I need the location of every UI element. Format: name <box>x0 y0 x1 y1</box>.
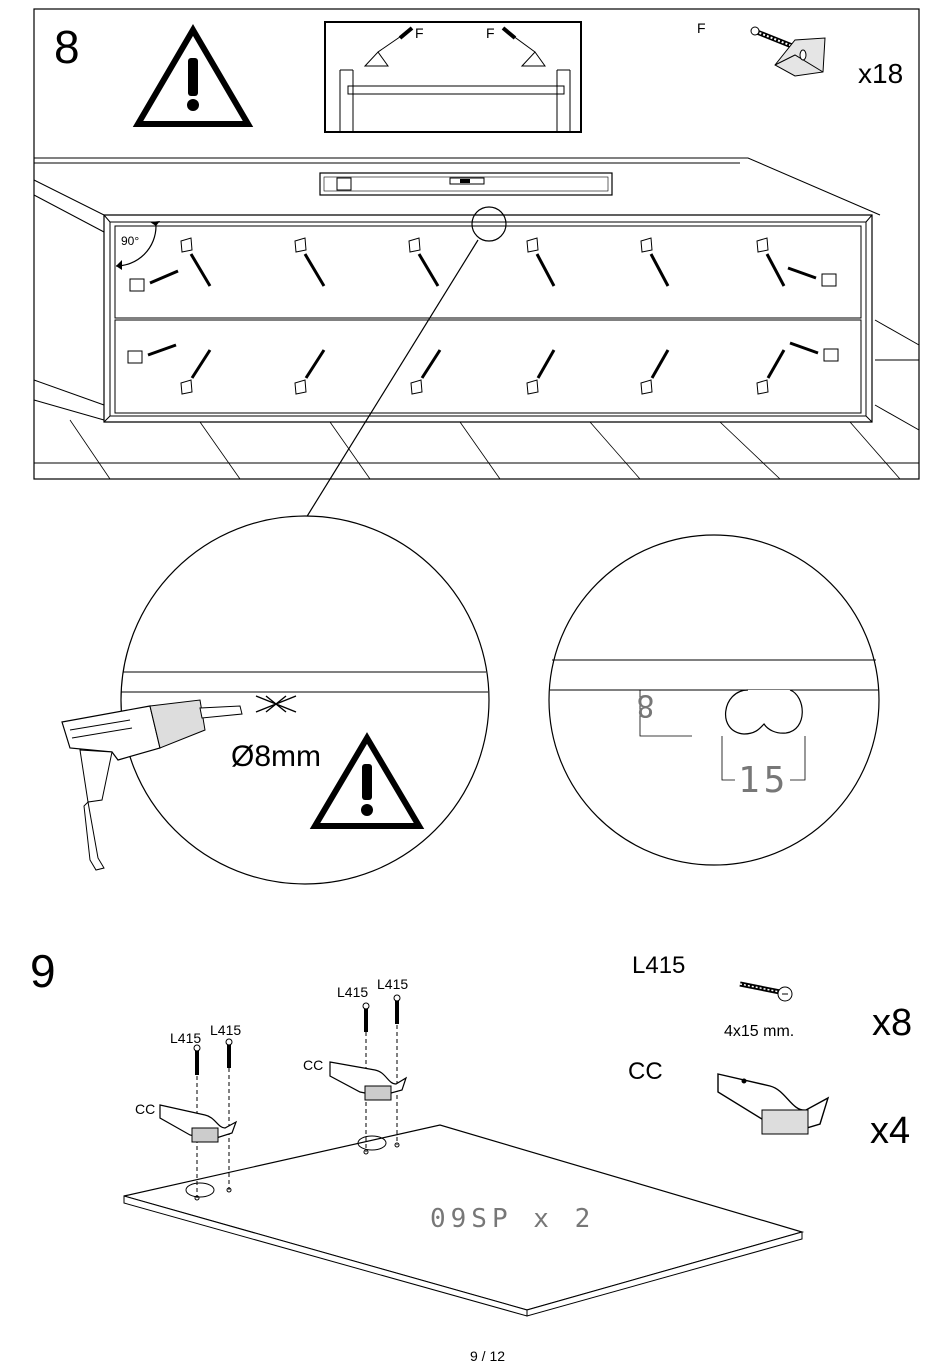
drill-detail-circle <box>121 516 489 884</box>
screw-quantity: x8 <box>872 1004 912 1042</box>
part-quantity: x18 <box>858 58 903 90</box>
hinge-legend-label: CC <box>628 1058 663 1086</box>
callout-hinge-label: CC <box>303 1057 323 1073</box>
cabinet <box>104 215 872 422</box>
bracket-row-bottom <box>128 343 838 394</box>
detail-box <box>325 22 581 132</box>
hinge-quantity: x4 <box>870 1112 910 1150</box>
screw-size-label: 4x15 mm. <box>724 1023 794 1041</box>
callout-screw-label: L415 <box>337 984 368 1000</box>
step-8-number: 8 <box>54 24 80 70</box>
callout-screw-label: L415 <box>377 976 408 992</box>
step-9-number: 9 <box>30 948 56 994</box>
spirit-level-icon <box>320 173 612 195</box>
part-label-f: F <box>697 20 706 36</box>
bracket-row-top <box>130 238 836 291</box>
callout-hinge-label: CC <box>135 1101 155 1117</box>
angle-label: 90° <box>121 234 139 248</box>
callout-screw-label: L415 <box>210 1022 241 1038</box>
callout-label-f-left: F <box>415 25 424 41</box>
callout-screw-label: L415 <box>170 1030 201 1046</box>
hole-dimension-circle <box>549 535 879 865</box>
warning-icon <box>138 30 248 124</box>
dimension-width: 15 <box>738 760 789 801</box>
callout-label-f-right: F <box>486 25 495 41</box>
dimension-depth: 8 <box>636 688 654 723</box>
drill-diameter-label: Ø8mm <box>231 740 321 774</box>
board-label: 09SP x 2 <box>430 1204 595 1234</box>
screw-icon <box>751 27 792 46</box>
page-number: 9 / 12 <box>470 1348 505 1364</box>
screw-legend-label: L415 <box>632 952 685 980</box>
